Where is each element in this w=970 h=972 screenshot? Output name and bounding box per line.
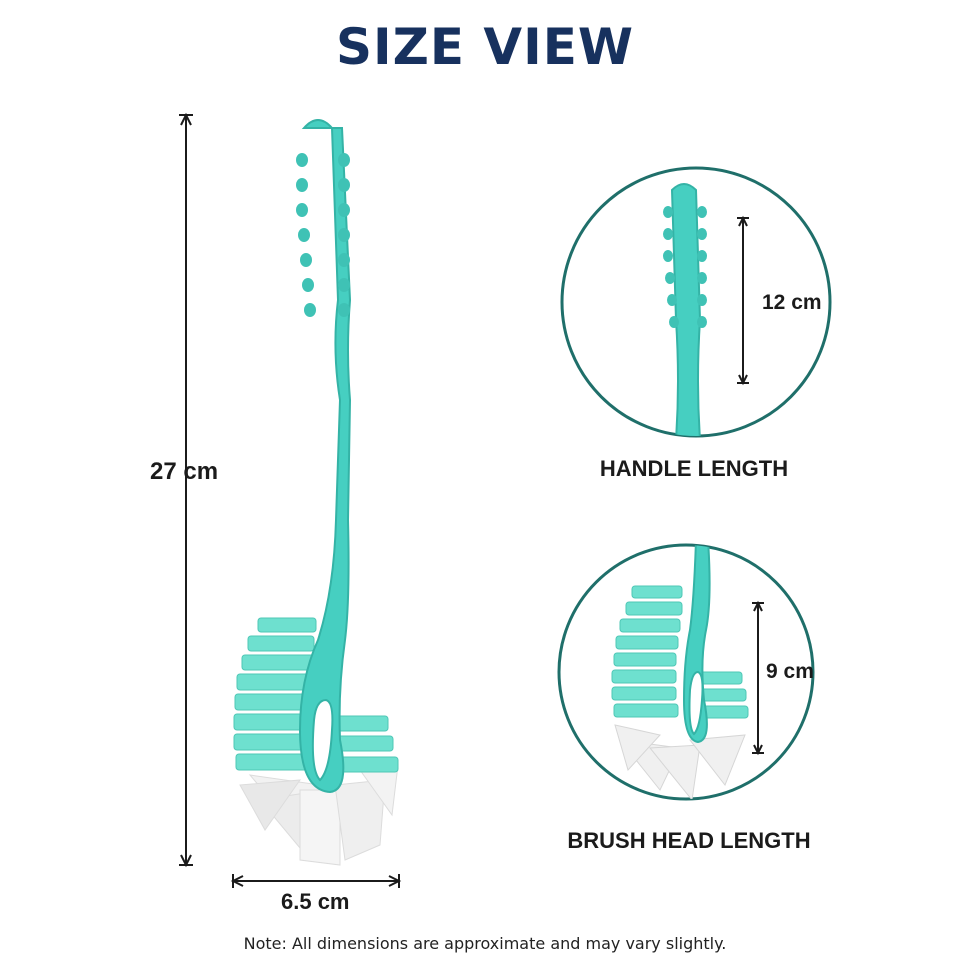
brush-handle [298, 119, 352, 794]
handle-length-value: 12 cm [762, 291, 822, 314]
brush-head-detail-circle [557, 543, 815, 801]
handle-length-caption: HANDLE LENGTH [599, 456, 789, 481]
brush-head-length-caption: BRUSH HEAD LENGTH [567, 828, 811, 853]
disclaimer-note: Note: All dimensions are approximate and… [243, 934, 727, 953]
teal-bristles [233, 617, 399, 773]
handle-slot [311, 698, 334, 782]
overall-length-label: 27 cm [150, 458, 219, 485]
head-width-label: 6.5 cm [281, 889, 350, 914]
white-bristles [239, 764, 399, 866]
brush-main-image [233, 119, 399, 866]
handle-length-dimension-line [737, 215, 749, 386]
brush-head-length-dimension-line [752, 600, 764, 756]
head-width-dimension-line [230, 874, 402, 888]
page-title: SIZE VIEW [335, 18, 635, 76]
overall-length-dimension-line [179, 112, 193, 868]
brush-head-length-value: 9 cm [766, 660, 814, 683]
handle-detail-circle [560, 166, 832, 438]
grip-bumps [296, 153, 350, 317]
